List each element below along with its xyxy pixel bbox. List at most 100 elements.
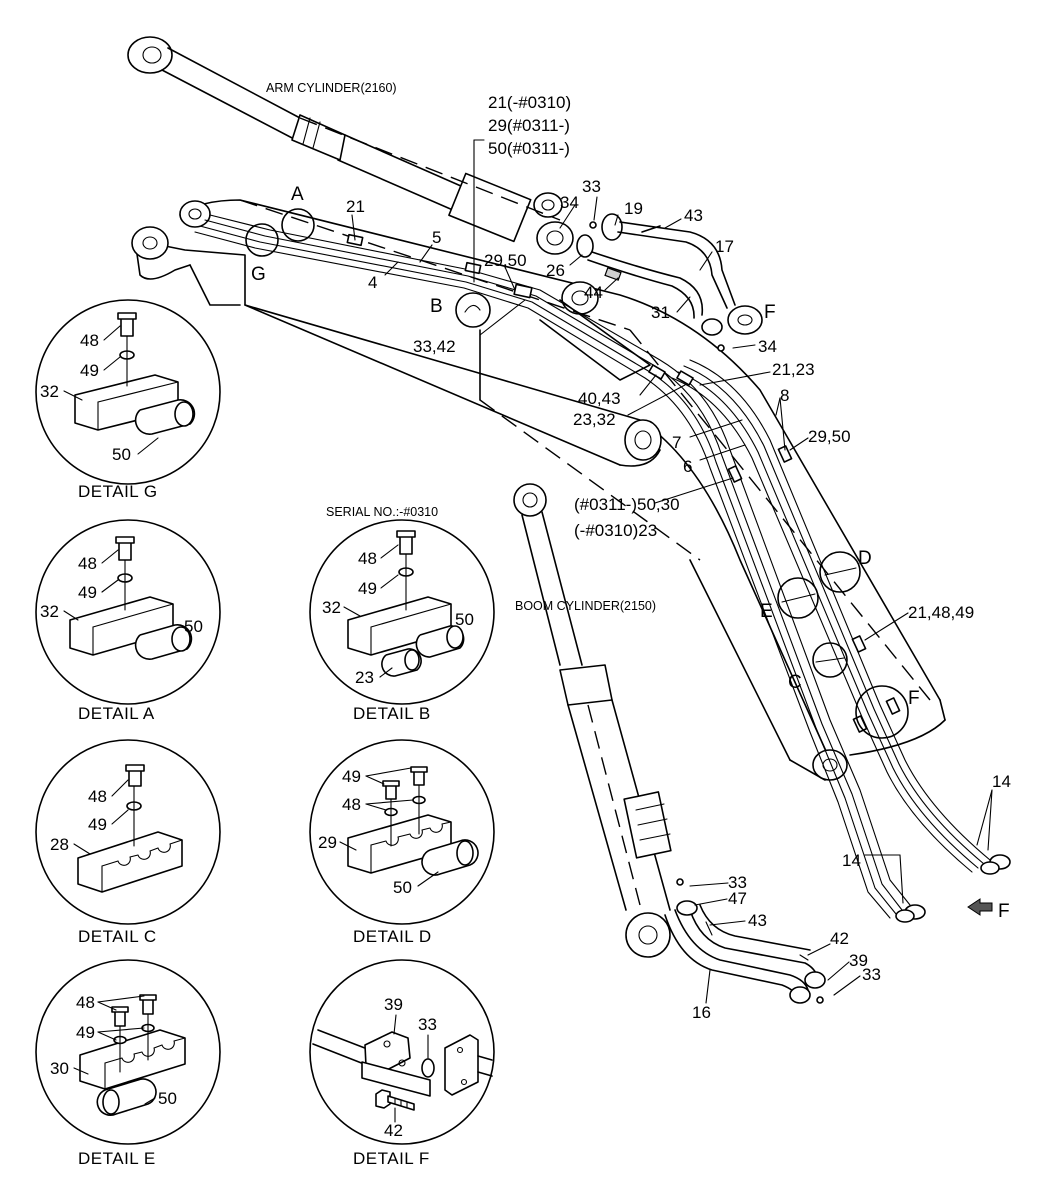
letter-G: G (251, 264, 266, 285)
variant-23: (-#0310)23 (574, 521, 657, 540)
detail-a: 48 49 32 50 DETAIL A (35, 519, 221, 723)
callout-21-23: 21,23 (772, 360, 815, 379)
callout-29-50-mid: 29,50 (808, 427, 851, 446)
letter-C: C (788, 672, 802, 693)
letter-F-arrow: F (998, 901, 1010, 922)
detail-f-33: 33 (418, 1015, 437, 1034)
detail-d-49: 49 (342, 767, 361, 786)
callout-33-low: 33 (728, 873, 747, 892)
callout-43-top: 43 (684, 206, 703, 225)
callout-33-top: 33 (582, 177, 601, 196)
callout-16: 16 (692, 1003, 711, 1022)
callout-40-43: 40,43 (578, 389, 621, 408)
boom-pipes (194, 214, 1011, 923)
letter-F-top: F (764, 302, 776, 323)
callout-33-lowest: 33 (862, 965, 881, 984)
callout-43-low: 43 (748, 911, 767, 930)
callout-14-right: 14 (992, 772, 1011, 791)
detail-b-50: 50 (455, 610, 474, 629)
callout-42-low: 42 (830, 929, 849, 948)
callout-19: 19 (624, 199, 643, 218)
detail-d-48: 48 (342, 795, 361, 814)
detail-f-39: 39 (384, 995, 403, 1014)
detail-c-caption: DETAIL C (78, 927, 157, 946)
detail-g-50: 50 (112, 445, 131, 464)
detail-g: 48 49 32 50 DETAIL G (35, 299, 221, 501)
callout-4: 4 (368, 273, 377, 292)
detail-g-caption: DETAIL G (78, 482, 158, 501)
variant-29: 29(#0311-) (488, 116, 570, 135)
detail-c-49: 49 (88, 815, 107, 834)
detail-b-32: 32 (322, 598, 341, 617)
serial-note: SERIAL NO.:-#0310 (326, 505, 438, 519)
detail-b-caption: DETAIL B (353, 704, 431, 723)
boom-structure (131, 199, 946, 781)
letter-A: A (291, 184, 304, 205)
callout-14-left: 14 (842, 851, 861, 870)
callout-8: 8 (780, 386, 789, 405)
detail-a-50: 50 (184, 617, 203, 636)
detail-d-29: 29 (318, 833, 337, 852)
callout-33-42: 33,42 (413, 337, 456, 356)
detail-e-48: 48 (76, 993, 95, 1012)
detail-a-49: 49 (78, 583, 97, 602)
detail-b-48: 48 (358, 549, 377, 568)
detail-c-28: 28 (50, 835, 69, 854)
detail-markers (245, 208, 909, 739)
detail-e-50: 50 (158, 1089, 177, 1108)
variant-50-30: (#0311-)50,30 (574, 495, 680, 514)
boom-cylinder (513, 483, 672, 958)
detail-g-32: 32 (40, 382, 59, 401)
callout-34-top: 34 (560, 193, 579, 212)
callout-44: 44 (584, 283, 603, 302)
detail-d-caption: DETAIL D (353, 927, 432, 946)
detail-e-caption: DETAIL E (78, 1149, 156, 1168)
view-arrow-icon (967, 898, 993, 916)
detail-b: 48 49 32 50 23 DETAIL B (309, 519, 495, 723)
detail-e-30: 30 (50, 1059, 69, 1078)
detail-c: 48 49 28 DETAIL C (35, 739, 221, 946)
detail-b-23: 23 (355, 668, 374, 687)
detail-d: 49 48 29 50 DETAIL D (309, 739, 495, 946)
detail-g-48: 48 (80, 331, 99, 350)
detail-b-49: 49 (358, 579, 377, 598)
detail-a-48: 48 (78, 554, 97, 573)
callout-39-low: 39 (849, 951, 868, 970)
variant-21: 21(-#0310) (488, 93, 571, 112)
callout-6: 6 (683, 457, 692, 476)
callout-21-top: 21 (346, 197, 365, 216)
leader-lines (351, 139, 993, 1004)
main-callouts: 21(-#0310) 29(#0311-) 50(#0311-) 33 34 1… (251, 93, 1011, 1022)
letter-B: B (430, 296, 443, 317)
detail-e: 48 49 30 50 DETAIL E (35, 959, 221, 1168)
arm-cylinder-label: ARM CYLINDER(2160) (266, 81, 397, 95)
letter-D: D (858, 548, 872, 569)
detail-f: 39 33 42 DETAIL F (309, 959, 495, 1168)
boom-cylinder-label: BOOM CYLINDER(2150) (515, 599, 656, 613)
arm-pipes (576, 213, 763, 352)
letter-E: E (760, 601, 773, 622)
callout-21-48-49: 21,48,49 (908, 603, 974, 622)
callout-5: 5 (432, 228, 441, 247)
arm-cylinder (127, 36, 574, 255)
variant-50: 50(#0311-) (488, 139, 570, 158)
letter-F-mid: F (908, 688, 920, 709)
callout-34-mid: 34 (758, 337, 777, 356)
callout-23-32: 23,32 (573, 410, 616, 429)
callout-31: 31 (651, 303, 670, 322)
callout-47: 47 (728, 889, 747, 908)
detail-g-49: 49 (80, 361, 99, 380)
detail-c-48: 48 (88, 787, 107, 806)
detail-e-49: 49 (76, 1023, 95, 1042)
pipe-16 (664, 878, 826, 1004)
callout-29-50-top: 29,50 (484, 251, 527, 270)
detail-f-42: 42 (384, 1121, 403, 1140)
callout-17: 17 (715, 237, 734, 256)
detail-a-32: 32 (40, 602, 59, 621)
callout-26: 26 (546, 261, 565, 280)
detail-d-50: 50 (393, 878, 412, 897)
detail-a-caption: DETAIL A (78, 704, 155, 723)
detail-f-caption: DETAIL F (353, 1149, 430, 1168)
callout-7: 7 (672, 433, 681, 452)
